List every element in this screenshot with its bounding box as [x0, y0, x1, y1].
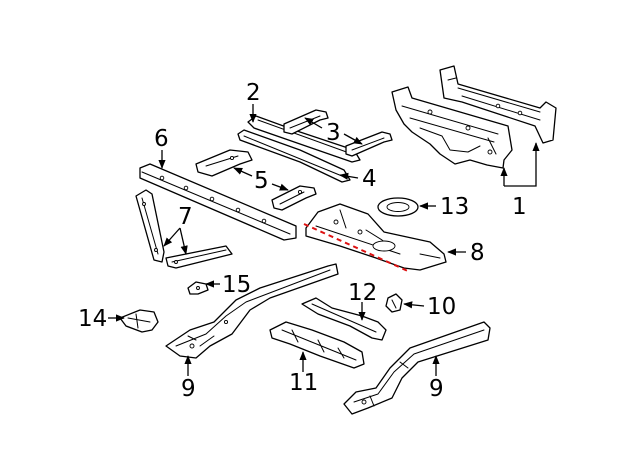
part-5-gussets [195, 149, 317, 211]
part-10-bracket [385, 293, 403, 313]
callout-labels: 1 2 3 4 5 6 7 8 9 9 10 11 12 13 14 15 [78, 80, 527, 402]
leader-1b [504, 142, 540, 187]
part-4-lower-cross-rail [237, 129, 351, 183]
leader-5b [271, 183, 289, 191]
part-2-upper-cross-rail [247, 115, 361, 163]
callout-3: 3 [326, 120, 341, 146]
leader-4 [339, 172, 359, 180]
leader-10 [403, 301, 425, 309]
part-7-braces [135, 189, 233, 269]
part-13-ring [377, 197, 419, 217]
part-6-cross-member [139, 163, 297, 241]
callout-1: 1 [512, 194, 527, 220]
part-15-clip [187, 281, 209, 295]
leader-3a [304, 117, 323, 129]
callout-14: 14 [78, 306, 107, 332]
callout-10: 10 [427, 294, 456, 320]
callout-6: 6 [154, 126, 169, 152]
callout-9-right: 9 [429, 376, 444, 402]
part-12-cross-piece [301, 297, 387, 341]
callout-4: 4 [362, 166, 377, 192]
callout-12: 12 [348, 280, 377, 306]
callout-13: 13 [440, 194, 469, 220]
floor-pan-cut-line [303, 223, 411, 273]
callout-2: 2 [246, 80, 261, 106]
callout-7: 7 [178, 204, 193, 230]
callout-8: 8 [470, 240, 485, 266]
part-1-rear-panel-assembly [391, 65, 557, 169]
part-14-bracket [119, 309, 159, 333]
leader-5a [233, 167, 253, 177]
part-9-right-side-rail [343, 321, 491, 415]
callout-5: 5 [254, 168, 269, 194]
part-8-rear-floor-pan [305, 203, 447, 271]
leader-lines [108, 104, 540, 376]
leader-7b [179, 227, 188, 255]
part-11-floor-section [269, 321, 365, 369]
leader-7a [163, 227, 181, 247]
leader-3b [343, 133, 363, 145]
callout-11: 11 [289, 370, 318, 396]
callout-15: 15 [222, 272, 251, 298]
callout-9-left: 9 [181, 376, 196, 402]
part-9-left-side-rail [165, 263, 339, 359]
